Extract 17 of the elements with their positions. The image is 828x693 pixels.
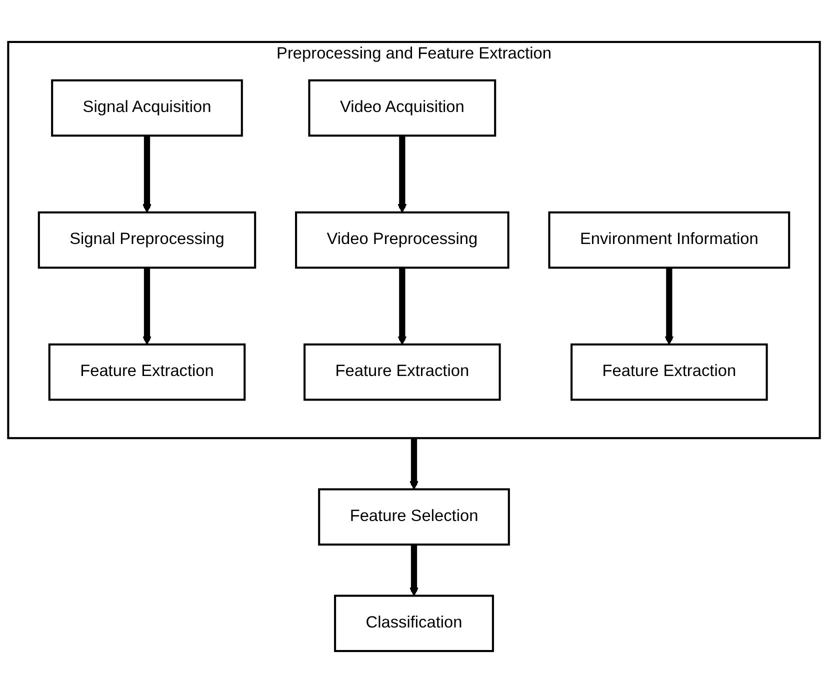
node-box: Classification	[334, 594, 494, 652]
arrow	[142, 136, 152, 213]
arrow	[410, 438, 418, 490]
node-box: Feature Extraction	[570, 343, 768, 401]
arrow	[398, 136, 407, 213]
arrow	[142, 268, 152, 345]
arrow	[398, 268, 407, 345]
node-box: Feature Extraction	[48, 343, 246, 401]
arrow	[664, 268, 674, 345]
node-box: Video Preprocessing	[295, 211, 510, 269]
node-box: Video Acquisition	[308, 79, 496, 137]
node-box: Environment Information	[548, 211, 790, 269]
node-box: Signal Acquisition	[51, 79, 243, 137]
node-box: Feature Selection	[318, 488, 510, 546]
node-box: Signal Preprocessing	[38, 211, 256, 269]
arrow	[410, 544, 418, 596]
node-box: Feature Extraction	[304, 343, 501, 401]
